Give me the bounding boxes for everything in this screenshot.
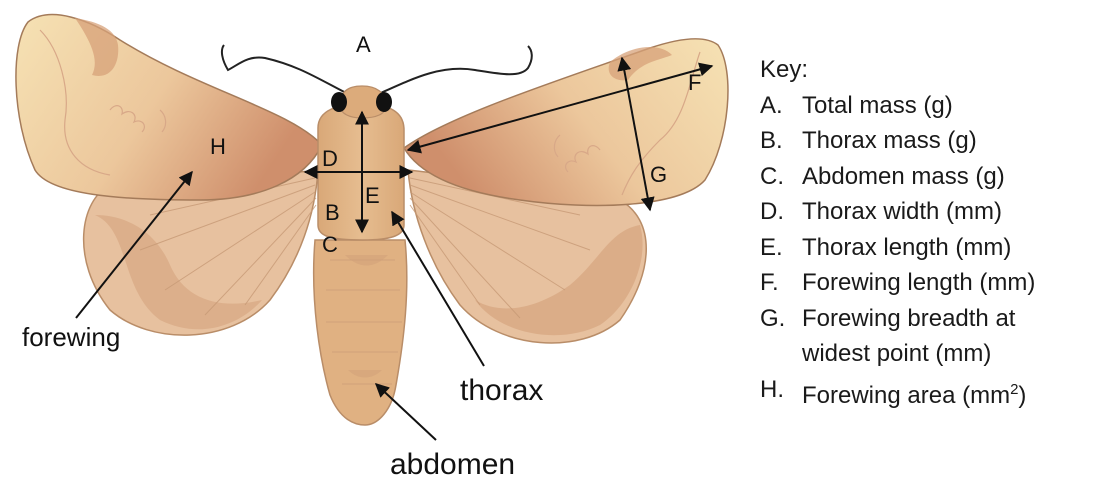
callout-thorax: thorax (460, 374, 543, 407)
key-letter: E. (760, 230, 783, 266)
key-item-e: E. Thorax length (mm) (760, 230, 1090, 266)
key-item-g-cont: widest point (mm) (760, 336, 1090, 372)
key-text: Total mass (g) (802, 92, 953, 119)
abdomen-shape (314, 240, 407, 425)
key-item-d: D. Thorax width (mm) (760, 194, 1090, 230)
label-B: B (325, 200, 340, 225)
key-item-a: A. Total mass (g) (760, 88, 1090, 124)
key-text: Forewing breadth at (802, 305, 1015, 332)
label-A: A (356, 32, 371, 57)
label-D: D (322, 146, 338, 171)
key-text: Forewing length (mm) (802, 269, 1035, 296)
key-text: Thorax mass (g) (802, 127, 977, 154)
key-text: Thorax length (mm) (802, 234, 1011, 261)
key-letter: C. (760, 159, 784, 195)
callout-forewing: forewing (22, 322, 120, 352)
key-letter: G. (760, 301, 785, 337)
right-antenna (374, 46, 532, 96)
key-letter: A. (760, 88, 783, 124)
key-legend: Key: A. Total mass (g) B. Thorax mass (g) … (760, 52, 1090, 413)
callout-abdomen: abdomen (390, 448, 515, 481)
key-text: Thorax width (mm) (802, 198, 1002, 225)
key-text-tail: ) (1018, 382, 1026, 409)
key-item-f: F. Forewing length (mm) (760, 265, 1090, 301)
left-forewing (16, 15, 322, 200)
key-item-g: G. Forewing breadth at (760, 301, 1090, 337)
label-F: F (688, 70, 701, 95)
key-text: Forewing area (mm (802, 382, 1010, 409)
key-letter: F. (760, 265, 779, 301)
label-E: E (365, 183, 380, 208)
key-letter: H. (760, 372, 784, 408)
label-H: H (210, 134, 226, 159)
right-eye (376, 92, 392, 112)
key-text: widest point (mm) (802, 340, 991, 367)
key-letter: B. (760, 123, 783, 159)
label-G: G (650, 162, 667, 187)
key-item-h: H.Forewing area (mm2) (760, 372, 1090, 414)
right-forewing (404, 39, 728, 206)
key-item-b: B. Thorax mass (g) (760, 123, 1090, 159)
key-letter: D. (760, 194, 784, 230)
key-item-c: C. Abdomen mass (g) (760, 159, 1090, 195)
key-text: Abdomen mass (g) (802, 163, 1005, 190)
label-C: C (322, 232, 338, 257)
key-list: A. Total mass (g) B. Thorax mass (g) C. Abd… (760, 88, 1090, 414)
left-eye (331, 92, 347, 112)
key-title: Key: (760, 52, 1090, 88)
left-antenna (222, 45, 352, 96)
